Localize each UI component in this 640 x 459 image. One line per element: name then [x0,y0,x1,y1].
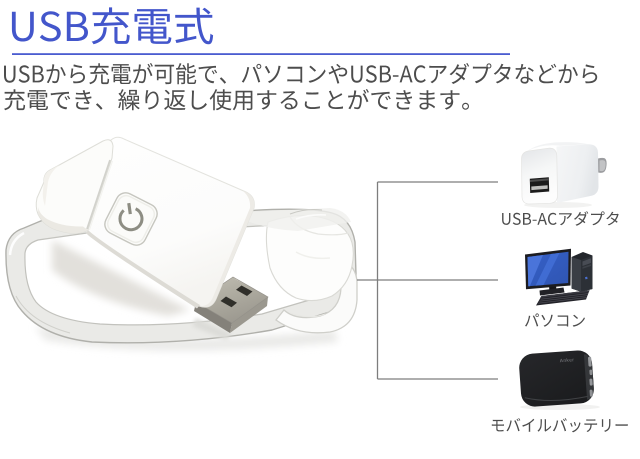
svg-text:Anker: Anker [560,357,575,364]
